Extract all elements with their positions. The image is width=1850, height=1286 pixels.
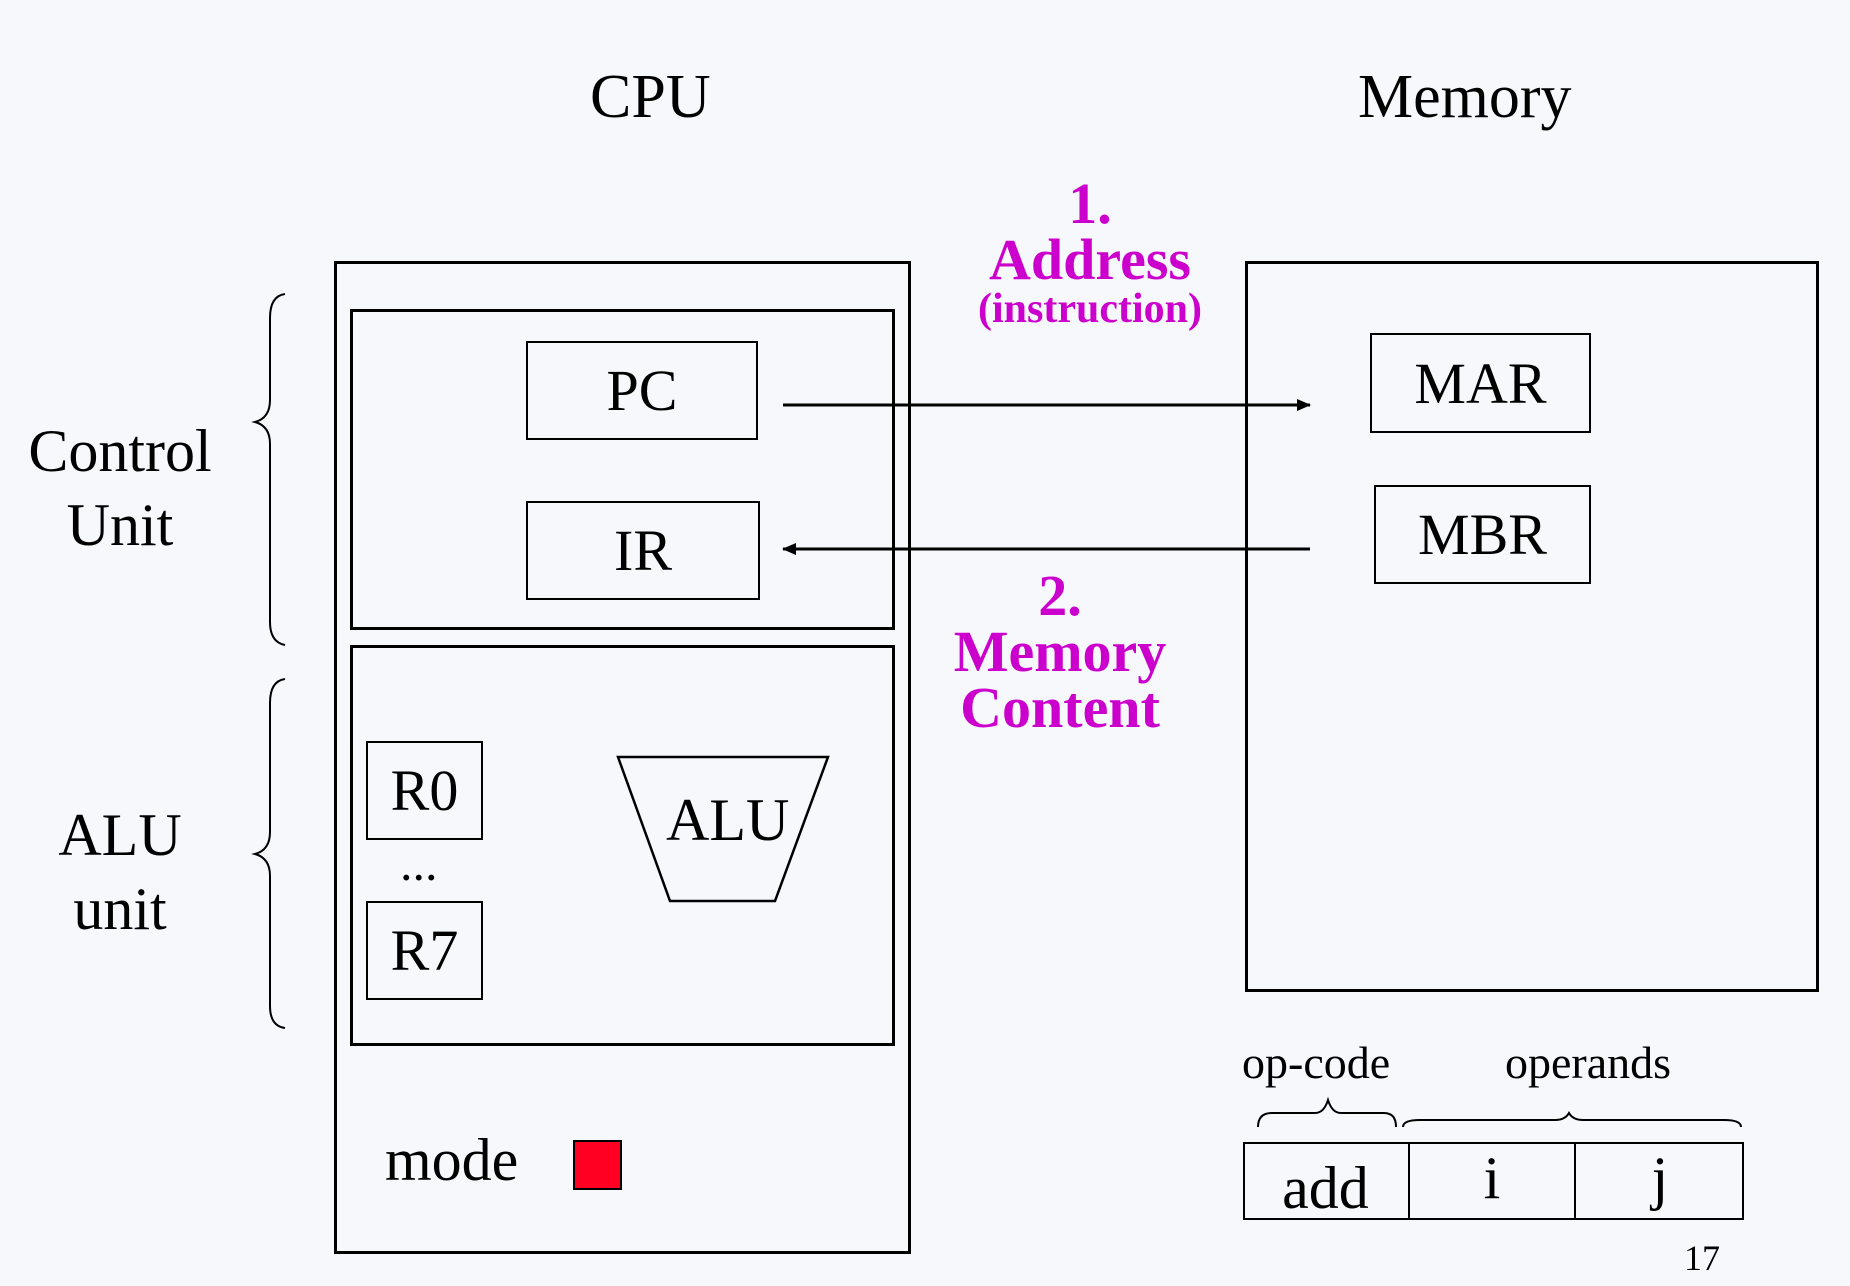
mar-register: MAR <box>1370 333 1591 433</box>
alu-unit-label-line2: unit <box>73 876 167 942</box>
instruction-table <box>1243 1142 1744 1220</box>
opcode-label: op-code <box>1242 1037 1391 1088</box>
pc-label: PC <box>606 358 678 423</box>
control-unit-box <box>350 309 895 630</box>
instruction-field-opcode: add <box>1243 1142 1410 1220</box>
memory-title: Memory <box>1358 63 1572 131</box>
step2-annotation: 2. Memory Content <box>930 563 1190 740</box>
alu-unit-label-line1: ALU <box>58 802 182 868</box>
r0-label: R0 <box>390 758 459 823</box>
r7-label: R7 <box>390 918 459 983</box>
ir-register: IR <box>526 501 760 600</box>
pc-register: PC <box>526 341 758 440</box>
control-unit-label-line1: Control <box>28 418 212 484</box>
mar-label: MAR <box>1414 350 1547 416</box>
field-add: add <box>1282 1155 1369 1221</box>
field-i: i <box>1483 1145 1501 1211</box>
operands-label: operands <box>1505 1037 1672 1088</box>
alu-label: ALU <box>666 787 790 853</box>
step1-subtitle: (instruction) <box>978 286 1202 332</box>
step1-title: Address <box>989 227 1191 292</box>
r7-register: R7 <box>366 901 483 1000</box>
memory-box <box>1245 261 1819 992</box>
control-unit-label: Control Unit <box>0 414 240 562</box>
control-unit-label-line2: Unit <box>66 492 174 558</box>
field-j: j <box>1651 1145 1669 1211</box>
mbr-label: MBR <box>1418 502 1547 567</box>
cpu-box <box>334 261 911 1254</box>
control-unit-brace <box>251 293 286 646</box>
step1-number: 1. <box>1068 171 1112 236</box>
alu-trapezoid <box>616 755 830 903</box>
cpu-title: CPU <box>590 63 711 131</box>
mbr-register: MBR <box>1374 485 1591 584</box>
step2-line1: Memory <box>953 619 1167 684</box>
page-number: 17 <box>1684 1238 1720 1278</box>
mode-indicator <box>573 1140 622 1190</box>
step2-line2: Content <box>960 675 1160 740</box>
opcode-brace <box>1257 1096 1397 1128</box>
step2-number: 2. <box>1038 563 1082 628</box>
alu-unit-label: ALU unit <box>0 798 240 946</box>
instruction-field-operand1: i <box>1410 1142 1576 1220</box>
r0-register: R0 <box>366 741 483 840</box>
alu-unit-brace <box>251 678 286 1029</box>
instruction-field-operand2: j <box>1576 1142 1744 1220</box>
step1-annotation: 1. Address (instruction) <box>940 171 1240 332</box>
ir-label: IR <box>614 518 672 583</box>
operands-brace <box>1402 1110 1742 1128</box>
register-ellipsis: ... <box>400 835 438 891</box>
alu-section-box <box>350 645 895 1046</box>
mode-label: mode <box>385 1127 519 1193</box>
